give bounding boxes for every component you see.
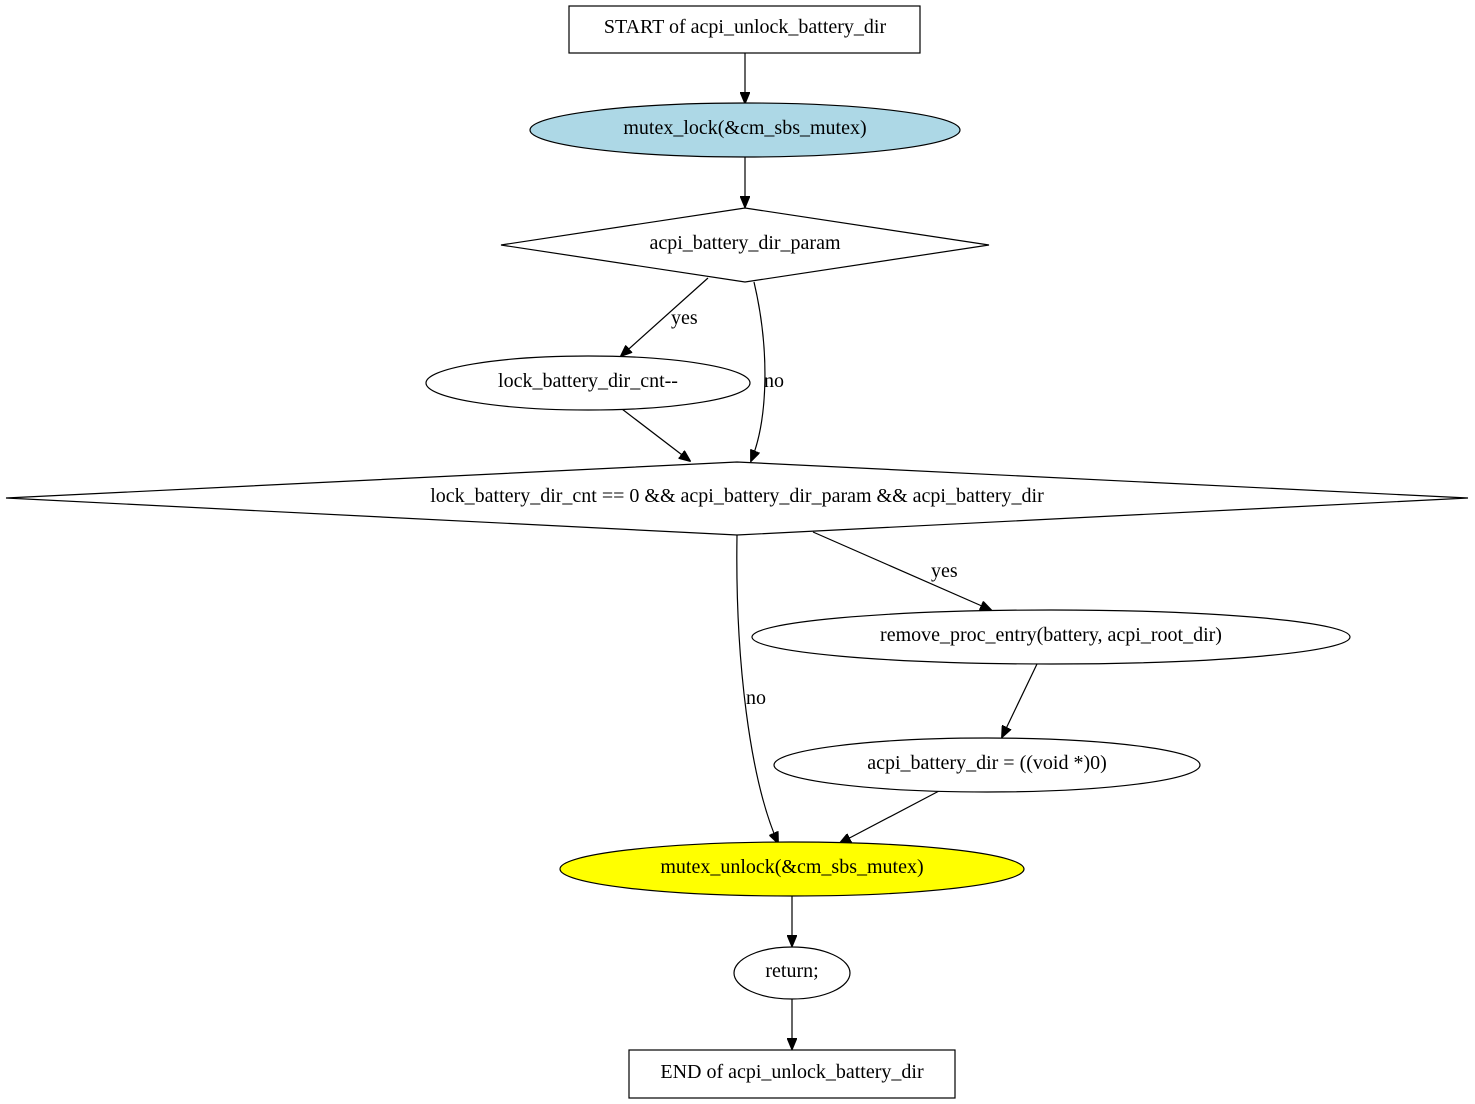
node-start: START of acpi_unlock_battery_dir xyxy=(568,5,921,54)
node-mutex-lock-label: mutex_lock(&cm_sbs_mutex) xyxy=(623,117,866,139)
edge-set-null-to-mutex-unlock xyxy=(840,790,940,843)
node-end-label: END of acpi_unlock_battery_dir xyxy=(660,1061,924,1083)
edge-label-param-yes: yes xyxy=(671,307,698,329)
edge-cond-all-yes xyxy=(812,531,991,610)
node-cond-param-label: acpi_battery_dir_param xyxy=(649,232,840,254)
node-set-null-label: acpi_battery_dir = ((void *)0) xyxy=(867,752,1107,774)
node-return-label: return; xyxy=(765,960,818,982)
node-return: return; xyxy=(733,946,851,1000)
node-cond-all-label: lock_battery_dir_cnt == 0 && acpi_batter… xyxy=(430,485,1044,507)
edge-label-all-no: no xyxy=(746,687,766,709)
node-set-null: acpi_battery_dir = ((void *)0) xyxy=(773,737,1201,793)
node-remove-proc-label: remove_proc_entry(battery, acpi_root_dir… xyxy=(880,624,1222,646)
node-dec-cnt-label: lock_battery_dir_cnt-- xyxy=(498,370,678,392)
node-cond-all: lock_battery_dir_cnt == 0 && acpi_batter… xyxy=(5,461,1469,536)
node-start-label: START of acpi_unlock_battery_dir xyxy=(604,16,887,38)
edge-remove-proc-to-set-null xyxy=(1002,663,1038,737)
edge-cond-all-no xyxy=(736,534,778,843)
node-dec-cnt: lock_battery_dir_cnt-- xyxy=(425,355,751,411)
node-remove-proc: remove_proc_entry(battery, acpi_root_dir… xyxy=(751,609,1351,665)
node-mutex-unlock-label: mutex_unlock(&cm_sbs_mutex) xyxy=(660,856,923,878)
edge-dec-cnt-to-cond-all xyxy=(621,408,690,461)
edge-label-all-yes: yes xyxy=(931,560,958,582)
node-mutex-lock: mutex_lock(&cm_sbs_mutex) xyxy=(529,102,961,158)
edge-cond-param-no xyxy=(751,281,766,461)
node-end: END of acpi_unlock_battery_dir xyxy=(628,1049,956,1099)
node-mutex-unlock: mutex_unlock(&cm_sbs_mutex) xyxy=(559,841,1025,897)
edge-label-param-no: no xyxy=(764,370,784,392)
edge-cond-param-yes xyxy=(621,277,709,356)
node-cond-param: acpi_battery_dir_param xyxy=(500,207,990,283)
